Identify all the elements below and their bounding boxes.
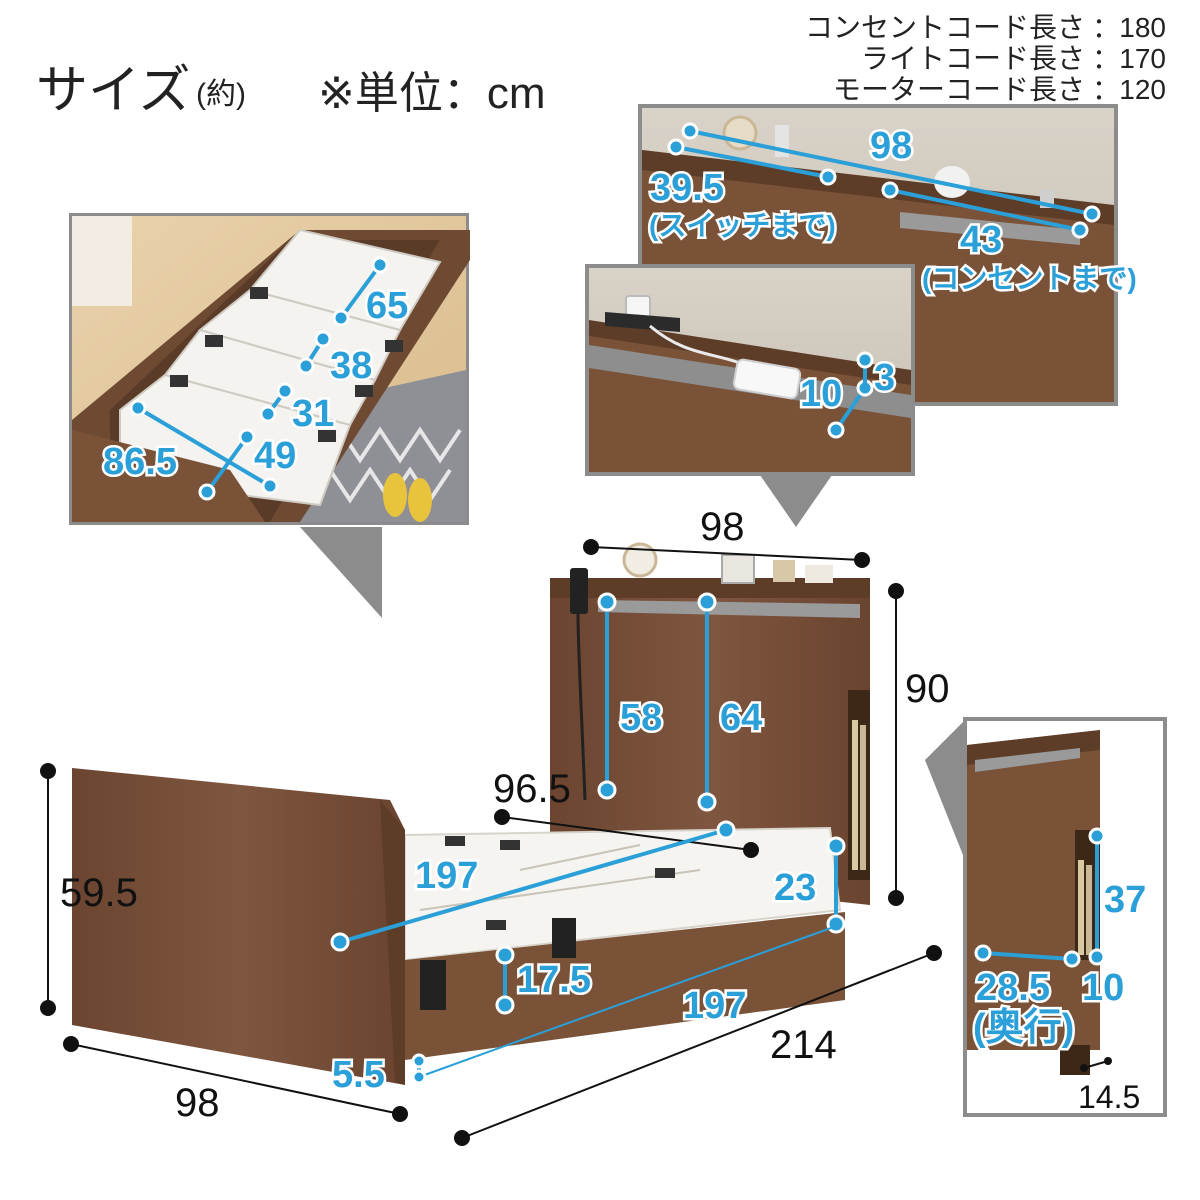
headtop-width: 98 (870, 125, 912, 167)
approx-label: (約) (196, 78, 246, 111)
cord-label-outlet: コンセントコード長さ (805, 12, 1085, 43)
callout-pointer-side (925, 720, 965, 860)
unit-note: ※単位：cm (318, 69, 546, 118)
callout-pointer-shelf (760, 475, 832, 527)
side-leg: 14.5 (1078, 1079, 1140, 1115)
shelf-inset: 10 3 (585, 264, 915, 476)
side-inset: 37 28.5 (奥行) 10 14.5 (963, 717, 1167, 1117)
dim-head-height: 90 (905, 667, 950, 711)
callout-pointer-slats (300, 527, 382, 618)
cord-sep: ： (1092, 74, 1120, 105)
dim-foot-width: 98 (175, 1081, 220, 1125)
headtop-switch-note: (スイッチまで) (649, 210, 836, 241)
cord-lengths: コンセントコード長さ ： 180 ライトコード長さ ： 170 モーターコード長… (805, 12, 1166, 105)
dim-inner-length: 197 (415, 855, 478, 897)
dim-mattress-drop: 17.5 (517, 959, 591, 1001)
side-shelf-depth: 10 (1082, 967, 1124, 1009)
slat-dim-65: 65 (366, 285, 408, 327)
side-depth-note: (奥行) (973, 1007, 1074, 1049)
headboard-top-inset: 98 39.5 (スイッチまで) 43 (コンセントまで) (638, 104, 1139, 406)
headtop-switch-dist: 39.5 (650, 167, 724, 209)
cord-value-motor: 120 (1119, 74, 1166, 105)
dim-side-rail: 23 (774, 867, 816, 909)
headboard (550, 578, 870, 905)
cord-value-light: 170 (1119, 43, 1166, 74)
cord-sep: ： (1092, 12, 1120, 43)
slat-dim-49: 49 (254, 435, 296, 477)
slat-dim-width: 86.5 (103, 441, 177, 483)
slat-dim-38: 38 (330, 345, 372, 387)
side-shelf-height: 37 (1104, 879, 1146, 921)
main-bed: 98 90 96.5 59.5 98 214 58 64 197 23 17.5 (40, 505, 950, 1146)
headtop-outlet-dist: 43 (960, 219, 1002, 261)
side-rail (405, 912, 845, 1060)
cord-value-outlet: 180 (1119, 12, 1166, 43)
dim-head-panel-1: 58 (620, 697, 662, 739)
shelf-height: 3 (874, 357, 895, 399)
slats-inset: 65 38 31 49 86.5 (69, 213, 470, 525)
dim-head-width: 98 (700, 505, 745, 549)
footboard (72, 768, 405, 1085)
dim-floor-clearance: 5.5 (332, 1054, 385, 1096)
shelf-depth: 10 (800, 373, 842, 415)
cord-label-light: ライトコード長さ (861, 43, 1085, 74)
dim-foot-height: 59.5 (60, 871, 138, 915)
page-title: サイズ (36, 62, 190, 120)
dim-head-panel-2: 64 (720, 697, 762, 739)
cord-sep: ： (1092, 43, 1120, 74)
side-depth: 28.5 (976, 967, 1050, 1009)
dim-total-length: 214 (770, 1023, 837, 1067)
dim-inner-width: 96.5 (493, 767, 571, 811)
cord-label-motor: モーターコード長さ (833, 74, 1085, 105)
dim-frame-length: 197 (683, 985, 746, 1027)
headtop-outlet-note: (コンセントまで) (922, 263, 1137, 294)
slat-dim-31: 31 (292, 393, 334, 435)
